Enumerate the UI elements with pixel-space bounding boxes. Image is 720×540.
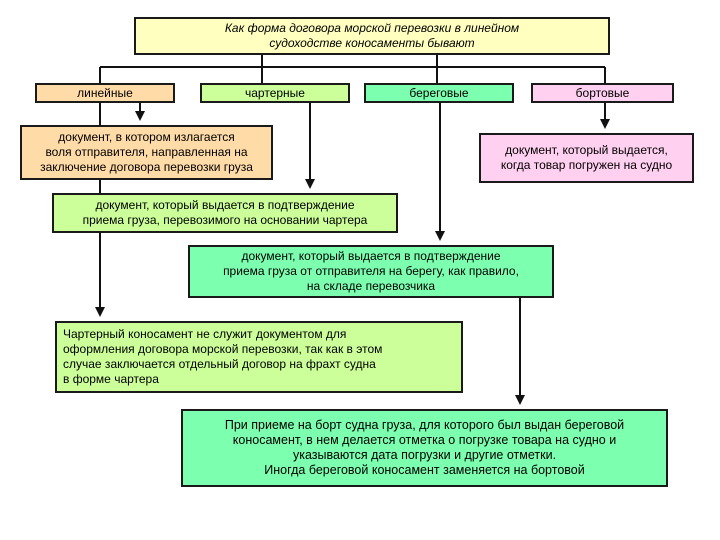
diagram-title: Как форма договора морской перевозки в л…	[134, 17, 610, 55]
note-charter-line: Чартерный коносамент не служит документо…	[63, 327, 347, 341]
category-charter-label: чартерные	[245, 86, 305, 100]
description-linear: документ, в котором излагается воля отпр…	[20, 125, 273, 180]
description-shore: документ, который выдается в подтвержден…	[188, 245, 554, 298]
description-shore-line: приема груза от отправителя на берегу, к…	[223, 264, 519, 278]
note-charter-line: в форме чартера	[63, 372, 159, 386]
title-line-1: Как форма договора морской перевозки в л…	[224, 21, 520, 35]
description-charter: документ, который выдается в подтвержден…	[52, 193, 398, 233]
description-board: документ, который выдается, когда товар …	[479, 133, 694, 183]
note-charter: Чартерный коносамент не служит документо…	[55, 321, 463, 393]
title-line-2: судоходстве коносаменты бывают	[269, 36, 475, 50]
category-shore: береговые	[364, 83, 514, 103]
category-charter: чартерные	[200, 83, 350, 103]
description-linear-line: документ, в котором излагается	[58, 130, 235, 144]
category-shore-label: береговые	[409, 86, 469, 100]
note-shore-line: коносамент, в нем делается отметка о пог…	[232, 433, 617, 447]
note-shore-line: При приеме на борт судна груза, для кото…	[224, 418, 625, 432]
note-shore-line: указываются дата погрузки и другие отмет…	[292, 448, 557, 462]
description-charter-line: приема груза, перевозимого на основании …	[82, 213, 368, 227]
description-linear-line: воля отправителя, направленная на	[45, 145, 248, 159]
note-shore: При приеме на борт судна груза, для кото…	[181, 409, 668, 487]
category-linear: линейные	[35, 83, 175, 103]
note-charter-line: случае заключается отдельный договор на …	[63, 357, 376, 371]
description-linear-line: заключение договора перевозки груза	[40, 160, 253, 174]
description-board-line: когда товар погружен на судно	[500, 158, 673, 172]
description-shore-line: на складе перевозчика	[306, 279, 436, 293]
description-board-line: документ, который выдается,	[505, 143, 668, 157]
note-shore-line: Иногда береговой коносамент заменяется н…	[264, 463, 585, 477]
note-charter-line: оформления договора морской перевозки, т…	[63, 342, 383, 356]
description-charter-line: документ, который выдается в подтвержден…	[95, 198, 355, 212]
category-board-label: бортовые	[575, 86, 630, 100]
category-board: бортовые	[531, 83, 674, 103]
description-shore-line: документ, который выдается в подтвержден…	[241, 249, 501, 263]
category-linear-label: линейные	[77, 86, 133, 100]
